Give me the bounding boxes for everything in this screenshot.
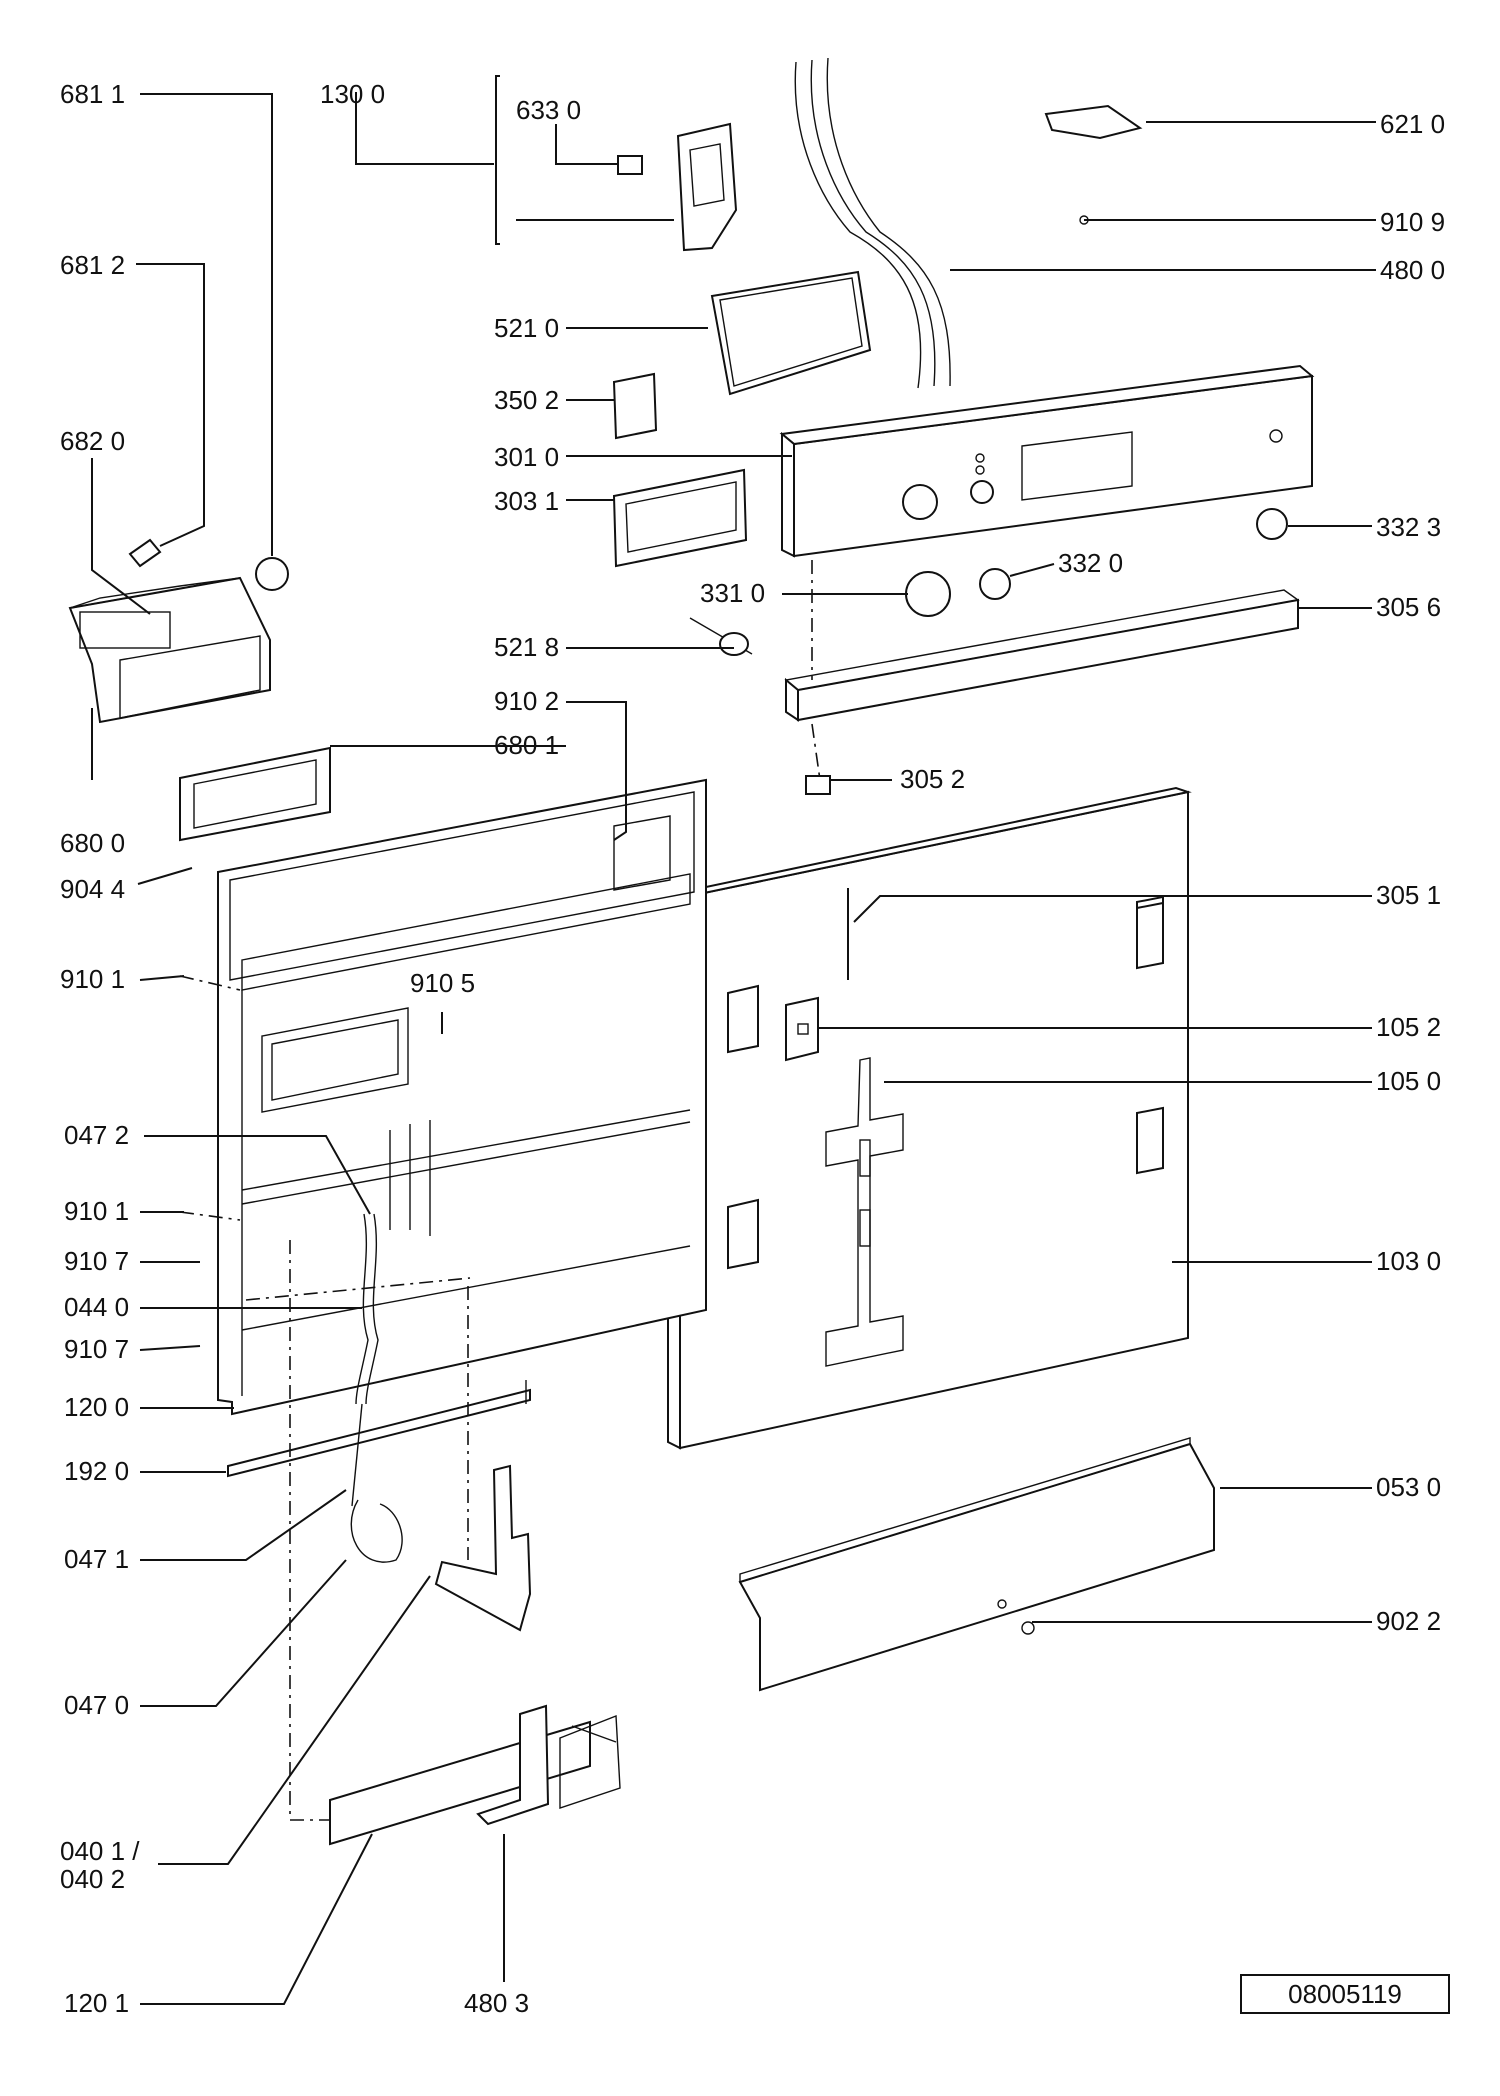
outer-door-panel xyxy=(667,786,1192,1450)
label-6820: 682 0 xyxy=(60,426,125,456)
door-spring xyxy=(350,1213,403,1563)
hinge-bracket xyxy=(434,1464,532,1632)
label-6812: 681 2 xyxy=(60,250,125,280)
assembly-line xyxy=(179,975,241,991)
rail xyxy=(227,1380,531,1478)
label-9101a: 910 1 xyxy=(60,964,125,994)
label-6801: 680 1 xyxy=(494,730,559,760)
label-3052: 305 2 xyxy=(900,764,965,794)
electronic-module xyxy=(710,270,872,396)
label-0440: 044 0 xyxy=(64,1292,129,1322)
label-4803: 480 3 xyxy=(464,1988,529,2018)
label-4800: 480 0 xyxy=(1380,255,1445,285)
label-6800: 680 0 xyxy=(60,828,125,858)
label-6210: 621 0 xyxy=(1380,109,1445,139)
assembly-line xyxy=(811,723,821,781)
label-0401: 040 1 / xyxy=(60,1836,140,1866)
label-6811: 681 1 xyxy=(60,79,125,109)
label-3323: 332 3 xyxy=(1376,512,1441,542)
document-number-box: 08005119 xyxy=(1240,1974,1450,2014)
toe-panel xyxy=(329,1704,621,1846)
lower-cover xyxy=(738,1437,1215,1692)
label-5210: 521 0 xyxy=(494,313,559,343)
knobs xyxy=(905,508,1288,617)
label-0470: 047 0 xyxy=(64,1690,129,1720)
label-3051: 305 1 xyxy=(1376,880,1441,910)
label-1201: 120 1 xyxy=(64,1988,129,2018)
relay-module xyxy=(1044,104,1143,140)
handle-bar xyxy=(784,589,1300,722)
label-3502: 350 2 xyxy=(494,385,559,415)
wiring-harness xyxy=(794,57,951,389)
label-6330: 633 0 xyxy=(516,95,581,125)
label-3310: 331 0 xyxy=(700,578,765,608)
label-1920: 192 0 xyxy=(64,1456,129,1486)
display-window xyxy=(612,468,748,568)
connector-block xyxy=(612,372,658,440)
label-9044: 904 4 xyxy=(60,874,125,904)
label-3320: 332 0 xyxy=(1058,548,1123,578)
label-5218: 521 8 xyxy=(494,632,559,662)
label-1052: 105 2 xyxy=(1376,1012,1441,1042)
part-labels: 681 1 130 0 633 0 621 0 910 9 480 0 681 … xyxy=(60,79,1445,2018)
label-9107b: 910 7 xyxy=(64,1334,129,1364)
label-9102: 910 2 xyxy=(494,686,559,716)
label-0472: 047 2 xyxy=(64,1120,129,1150)
control-panel-fascia xyxy=(779,364,1315,558)
label-0402: 040 2 xyxy=(60,1864,125,1894)
label-9022: 902 2 xyxy=(1376,1606,1441,1636)
assembly-line xyxy=(179,1211,241,1221)
assembly-line xyxy=(245,1277,471,1301)
label-1300: 130 0 xyxy=(320,79,385,109)
label-1050: 105 0 xyxy=(1376,1066,1441,1096)
label-3010: 301 0 xyxy=(494,442,559,472)
label-9107a: 910 7 xyxy=(64,1246,129,1276)
leader-lines xyxy=(91,75,1376,2005)
label-0471: 047 1 xyxy=(64,1544,129,1574)
label-1030: 103 0 xyxy=(1376,1246,1441,1276)
label-9105: 910 5 xyxy=(410,968,475,998)
document-number: 08005119 xyxy=(1288,1979,1402,2009)
label-3056: 305 6 xyxy=(1376,592,1441,622)
label-1200: 120 0 xyxy=(64,1392,129,1422)
sensor xyxy=(689,617,753,656)
inner-door-frame xyxy=(217,778,707,1416)
label-0530: 053 0 xyxy=(1376,1472,1441,1502)
door-latch-assembly xyxy=(617,122,738,252)
label-3031: 303 1 xyxy=(494,486,559,516)
bracket-3052 xyxy=(805,775,831,795)
seal-gasket xyxy=(179,746,331,842)
detergent-dispenser xyxy=(68,538,289,724)
label-9101b: 910 1 xyxy=(64,1196,129,1226)
label-9109: 910 9 xyxy=(1380,207,1445,237)
